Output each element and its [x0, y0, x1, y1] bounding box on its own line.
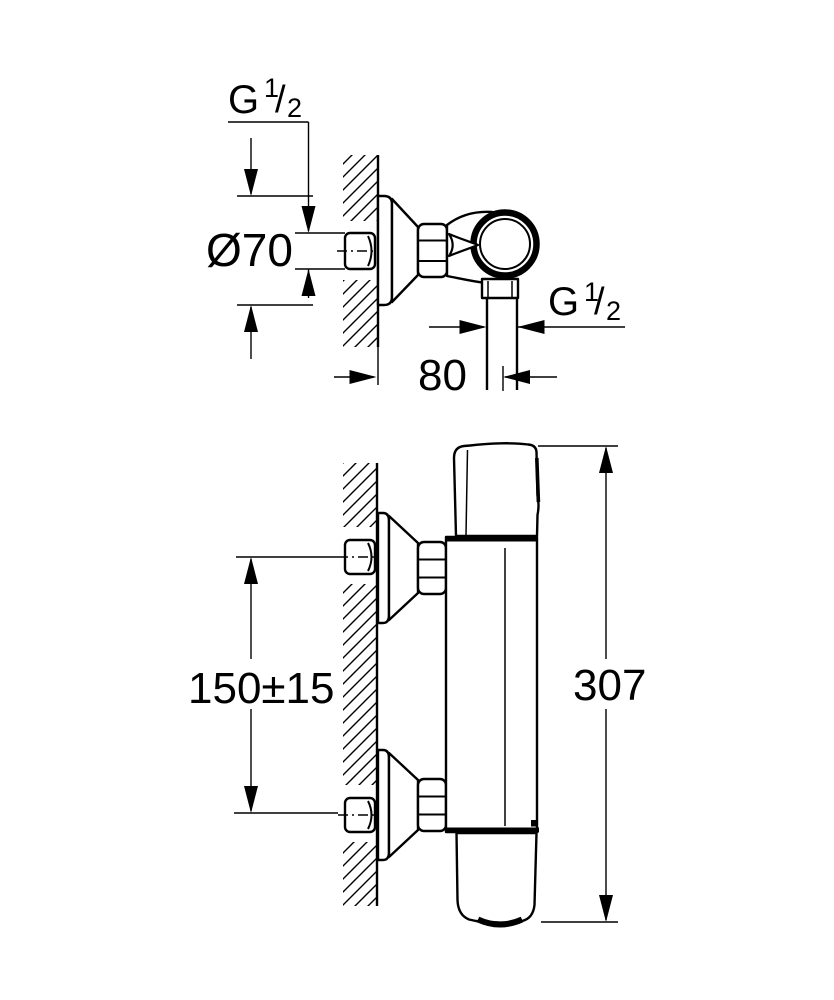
- label-diameter-70: Ø70: [206, 224, 293, 276]
- hex-nut-lower: [416, 777, 448, 833]
- thermostat-knob-ring: [470, 209, 540, 279]
- top-view-dimensions: G 1 / 2 Ø70 80 G 1 / 2: [206, 73, 625, 400]
- arrowhead-up: [599, 446, 613, 473]
- label-g-top: G: [228, 78, 259, 122]
- mixer-body-front: [444, 535, 539, 834]
- handle-contour-line: [465, 449, 469, 536]
- escutcheon-cone: [390, 197, 420, 304]
- arrowhead-down: [599, 895, 613, 922]
- arrowhead-down: [244, 169, 258, 196]
- label-g-top-num: 1: [264, 73, 279, 103]
- label-height-307: 307: [573, 661, 646, 710]
- thermostat-handle: [452, 442, 540, 538]
- label-g-top-slash: /: [275, 79, 286, 121]
- arrowhead-down: [244, 786, 258, 813]
- arrowhead-left: [503, 370, 530, 384]
- label-g-top-den: 2: [287, 93, 302, 123]
- top-view: [337, 155, 540, 390]
- label-g-right-slash: /: [594, 281, 605, 323]
- arrowhead-right: [349, 370, 377, 384]
- label-g-right-den: 2: [606, 296, 621, 326]
- outlet-nut: [480, 277, 520, 300]
- escutcheon-base-upper: [376, 511, 391, 625]
- arrowhead-right: [459, 320, 487, 334]
- label-g-right-num: 1: [584, 277, 599, 307]
- handle-bottom-shadow: [476, 916, 524, 928]
- handle-edge-accent: [535, 457, 541, 503]
- shutoff-handle: [455, 831, 538, 924]
- arrowhead-up: [244, 305, 258, 332]
- hex-nut-upper: [416, 540, 448, 596]
- front-view-dimensions: 150±15 307: [188, 445, 646, 923]
- supply-fitting-dome: [367, 542, 373, 572]
- body-detail-mark: [531, 820, 538, 827]
- temperature-marker: [447, 232, 480, 258]
- escutcheon-base-lower: [376, 748, 391, 862]
- arrowhead-down: [301, 206, 316, 233]
- label-spacing-150: 150±15: [188, 664, 335, 713]
- supply-fitting-dome: [367, 800, 373, 830]
- hex-nut: [416, 222, 449, 279]
- escutcheon-cone-lower: [387, 751, 420, 859]
- front-view: [338, 442, 541, 928]
- arrowhead-up: [244, 557, 258, 584]
- label-depth-80: 80: [418, 351, 467, 400]
- arrowhead-left: [517, 320, 545, 334]
- escutcheon-base: [376, 194, 394, 307]
- label-g-right: G: [548, 280, 579, 324]
- thermostat-knob-inner: [479, 218, 531, 270]
- escutcheon-cone-upper: [387, 514, 420, 622]
- arrowhead-up: [301, 269, 316, 296]
